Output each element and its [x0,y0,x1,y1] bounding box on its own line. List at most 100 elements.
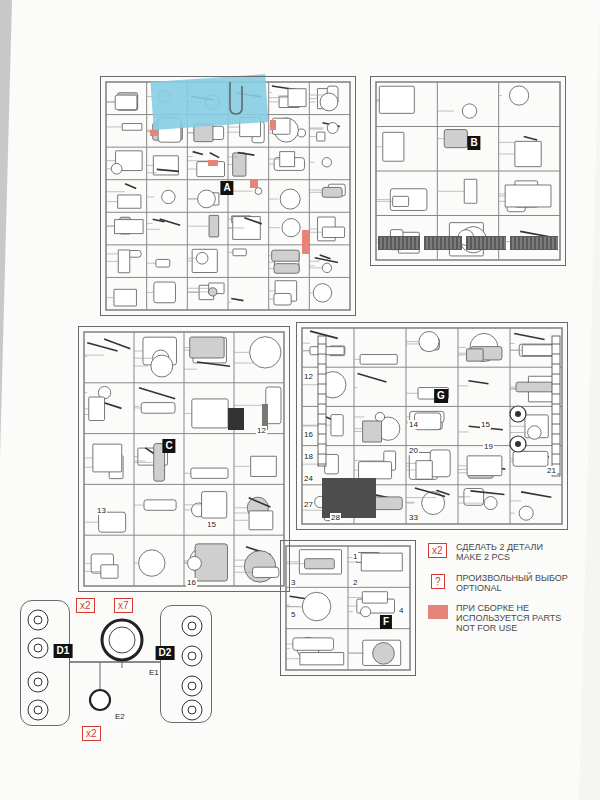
part-number: 18 [303,452,314,461]
sprue-gate [376,146,383,147]
kit-part [528,426,542,440]
ladder-rung [552,404,560,405]
sprue-gate [458,503,484,504]
wheel-part [28,610,48,630]
sprue-gate [84,563,91,564]
paper-clip [230,82,242,114]
sprue-runner [376,215,560,216]
sprue-gate [269,92,272,93]
sprue-gate [510,513,515,514]
kit-part [139,550,165,576]
sprue-letter: D2 [156,646,175,660]
grille-slat [393,237,394,249]
sprue-gate [106,102,115,103]
wheel-hub [188,622,196,630]
sprue-gate [458,431,469,432]
sprue-runner [510,328,511,524]
part-number: 24 [303,474,314,483]
kit-part [156,259,170,267]
sprue-gate [234,572,253,573]
grille-slat [427,237,428,249]
wheel-hub [515,411,521,417]
kit-part [104,339,130,349]
grille-slat [443,237,444,249]
kit-part [383,132,404,161]
sprue-gate [187,169,196,170]
sprue-gate [106,226,115,227]
part-number: 33 [408,513,419,522]
sprue-gate [84,356,87,357]
sprue-gate [309,232,322,233]
sprue-gate [234,352,250,353]
kit-part [430,450,450,477]
kit-part [154,282,176,303]
sprue-gate [134,407,141,408]
sprue-letter: C [162,439,175,453]
kit-part [300,653,344,665]
ladder-rung [552,444,560,445]
grille-slat [521,237,522,249]
sprue-gate [269,262,275,263]
sprue-gate [406,416,410,417]
sprue-gate [84,457,93,458]
wheel-part [182,616,202,636]
sprue-gate [458,496,471,497]
kit-part [320,93,338,111]
ladder-rung [318,374,326,375]
kit-part [202,492,227,518]
kit-part [288,89,306,107]
sprue-gate [406,393,418,394]
grille-slat [401,237,402,249]
sprue-gate [187,132,193,133]
kit-part [89,397,105,420]
kit-part [251,456,277,476]
sprue-runner [134,332,135,586]
sprue-gate [187,156,192,157]
sprue-gate [376,201,393,202]
sprue-gate [134,456,138,457]
sprue-gate [302,343,310,344]
sprue-gate [234,507,247,508]
grille-slat [455,237,456,249]
wheel-part [28,700,48,720]
kit-part [233,249,246,256]
ladder-rung [552,384,560,385]
sprue-gate [510,386,516,387]
kit-part [444,130,467,148]
sprue-gate [286,658,300,659]
sprue-gate [309,261,319,262]
kit-part [188,556,202,570]
grille-slat [557,237,558,249]
sprue-gate [510,426,525,427]
grille-slat [541,237,542,249]
kit-part [231,298,243,300]
sprue-runner [437,82,438,260]
kit-part [363,640,401,665]
sprue-gate [134,358,153,359]
sprue-gate [309,228,317,229]
sprue-letter: G [434,389,448,403]
sprue-gate [184,563,188,564]
sprue-gate [234,520,249,521]
sprue-runner [234,332,235,586]
sprue-gate [234,513,249,514]
sprue-gate [187,260,192,261]
grille-slat [473,237,474,249]
sprue-letter: D1 [54,644,73,658]
quantity-box: x2 [82,726,101,741]
sprue-gate [269,97,288,98]
kit-part [379,86,414,113]
grille-slat [469,237,470,249]
part-number: 4 [398,606,404,615]
sprue-gate [309,162,314,163]
sprue-letter: F [380,615,392,629]
part-number: 12 [256,426,267,435]
ladder-part [318,336,326,466]
kit-part [317,132,325,141]
sprue-gate [437,191,464,192]
kit-part [162,190,175,203]
part-number: 28 [330,513,341,522]
sprue-gate [286,605,290,606]
grille-slat [553,237,554,249]
